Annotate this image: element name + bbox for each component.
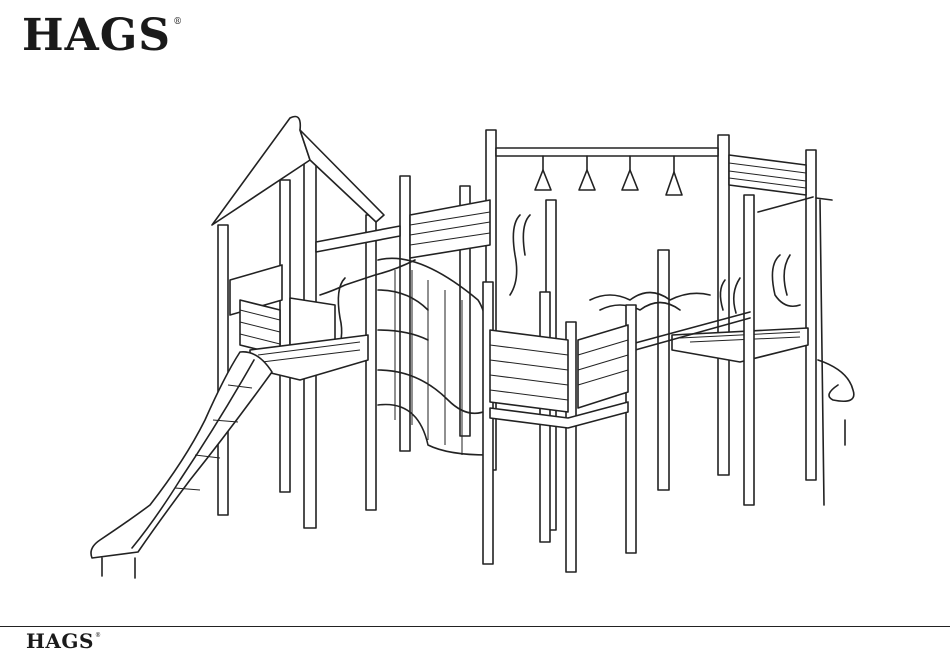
climb-hoop [510,215,530,295]
post [744,195,754,505]
front-panel [490,330,568,412]
side-panel [578,325,628,408]
post [366,215,376,510]
post [658,250,669,490]
climbing-net [378,258,491,460]
post [806,150,816,480]
bridge-rail [590,293,710,301]
post [280,180,290,492]
footer-logo: HAGS® [26,631,101,651]
trapeze-rings [535,156,682,195]
panel [729,155,806,195]
post [483,282,493,564]
playground-illustration [0,0,950,600]
footer-divider [0,626,950,627]
footer-registered-mark: ® [95,632,102,639]
footer-logo-text: HAGS [26,629,94,653]
post [218,225,228,515]
playground-icon [0,0,950,600]
climb-hoop [772,255,800,306]
monkey-bar [496,148,718,156]
roof [212,117,310,226]
slide [91,352,272,558]
rail [758,197,813,212]
beam [316,226,400,252]
post [718,135,729,475]
